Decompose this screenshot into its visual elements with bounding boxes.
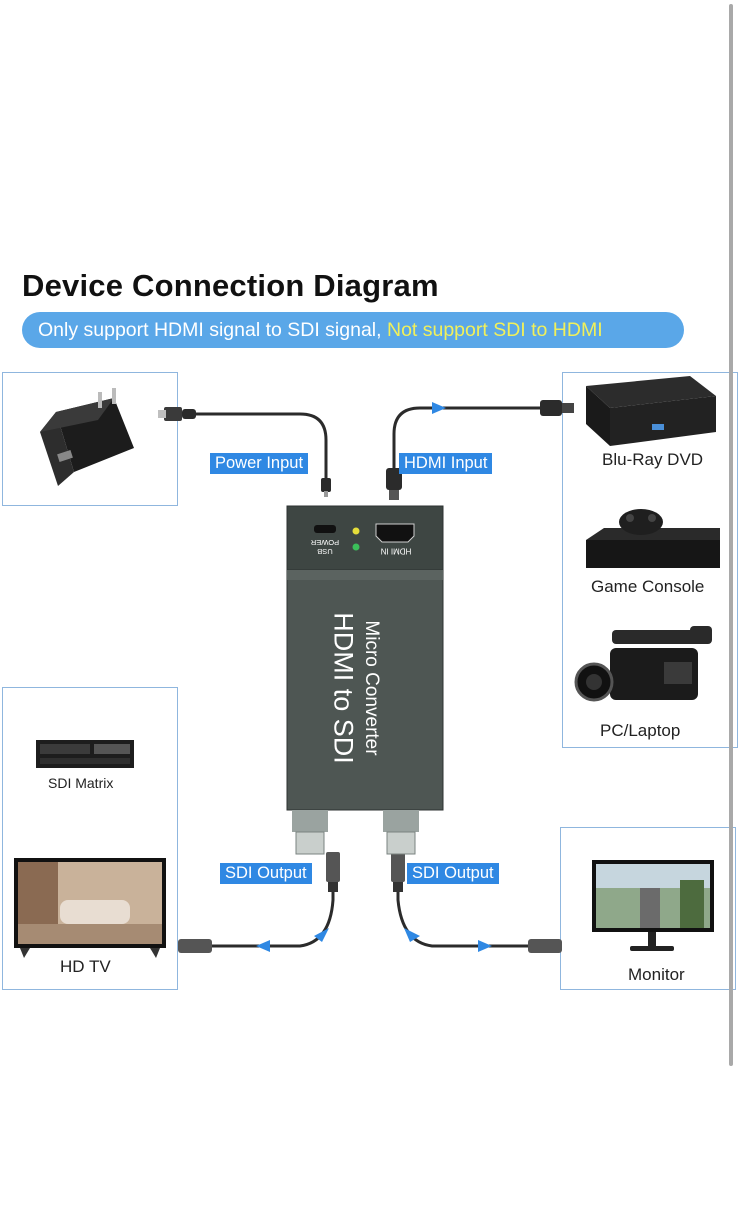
sdi-left-arrow-2: [256, 940, 270, 952]
micro-usb-plug: [321, 478, 331, 492]
hd-tv-image: [14, 858, 166, 958]
monitor-label: Monitor: [628, 965, 685, 984]
usb-a-tip: [158, 410, 166, 418]
power-cable: [196, 412, 328, 480]
hdmi-cable: [392, 406, 540, 472]
power-adapter-image: [40, 388, 134, 486]
game-console-label: Game Console: [591, 577, 705, 596]
bnc-plug-right-top: [391, 852, 405, 882]
usb-port: [314, 525, 336, 533]
hdmi-in-label: HDMI IN: [380, 546, 412, 556]
hd-tv-label: HD TV: [60, 957, 111, 976]
pc-laptop-label: PC/Laptop: [600, 721, 681, 740]
power-led: [352, 527, 360, 535]
sdi-right-arrow-1: [404, 928, 420, 942]
sdi-right-arrow-2: [478, 940, 492, 952]
sdi-output-left-tag: SDI Output: [220, 863, 312, 884]
monitor-frame: [560, 827, 736, 990]
sdi-matrix-image: [36, 740, 134, 768]
bnc-plug-left-top: [326, 852, 340, 882]
hdmi-direction-arrow: [432, 402, 446, 414]
usb-a-plug: [164, 407, 182, 421]
sdi-targets-frame: [2, 687, 178, 990]
bnc-plug-right-end: [528, 939, 562, 953]
power-input-tag: Power Input: [210, 453, 309, 474]
bnc-plug-left-end: [178, 939, 212, 953]
camcorder-image: [574, 626, 712, 702]
sdi-left-arrow-1: [314, 928, 329, 942]
bluray-label: Blu-Ray DVD: [602, 450, 704, 469]
monitor-image: [592, 860, 714, 951]
hdmi-plug-converter: [386, 468, 402, 490]
support-banner: Only support HDMI signal to SDI signal, …: [22, 312, 684, 348]
game-console-image: [586, 509, 720, 568]
hdmi-to-sdi-converter: [286, 505, 444, 855]
source-devices-frame: [562, 372, 738, 748]
hdmi-plug-source: [540, 400, 562, 416]
hdmi-input-tag: HDMI Input: [399, 453, 493, 474]
diagram-title: Device Connection Diagram: [22, 268, 439, 303]
banner-not-supported-text: Not support SDI to HDMI: [386, 319, 603, 341]
sdi-matrix-label: SDI Matrix: [48, 775, 114, 791]
usb-power-label: USB POWER: [310, 538, 340, 556]
banner-supported-text: Only support HDMI signal to SDI signal,: [38, 319, 382, 341]
sdi-output-right-tag: SDI Output: [407, 863, 499, 884]
converter-label-micro: Micro Converter: [361, 620, 382, 756]
signal-led: [352, 543, 360, 551]
power-adapter-frame: [2, 372, 178, 506]
vertical-scrollbar[interactable]: [729, 4, 733, 1066]
hdmi-port: [375, 523, 415, 543]
bluray-player-image: [586, 376, 716, 446]
converter-label-model: HDMI to SDI: [328, 612, 359, 764]
